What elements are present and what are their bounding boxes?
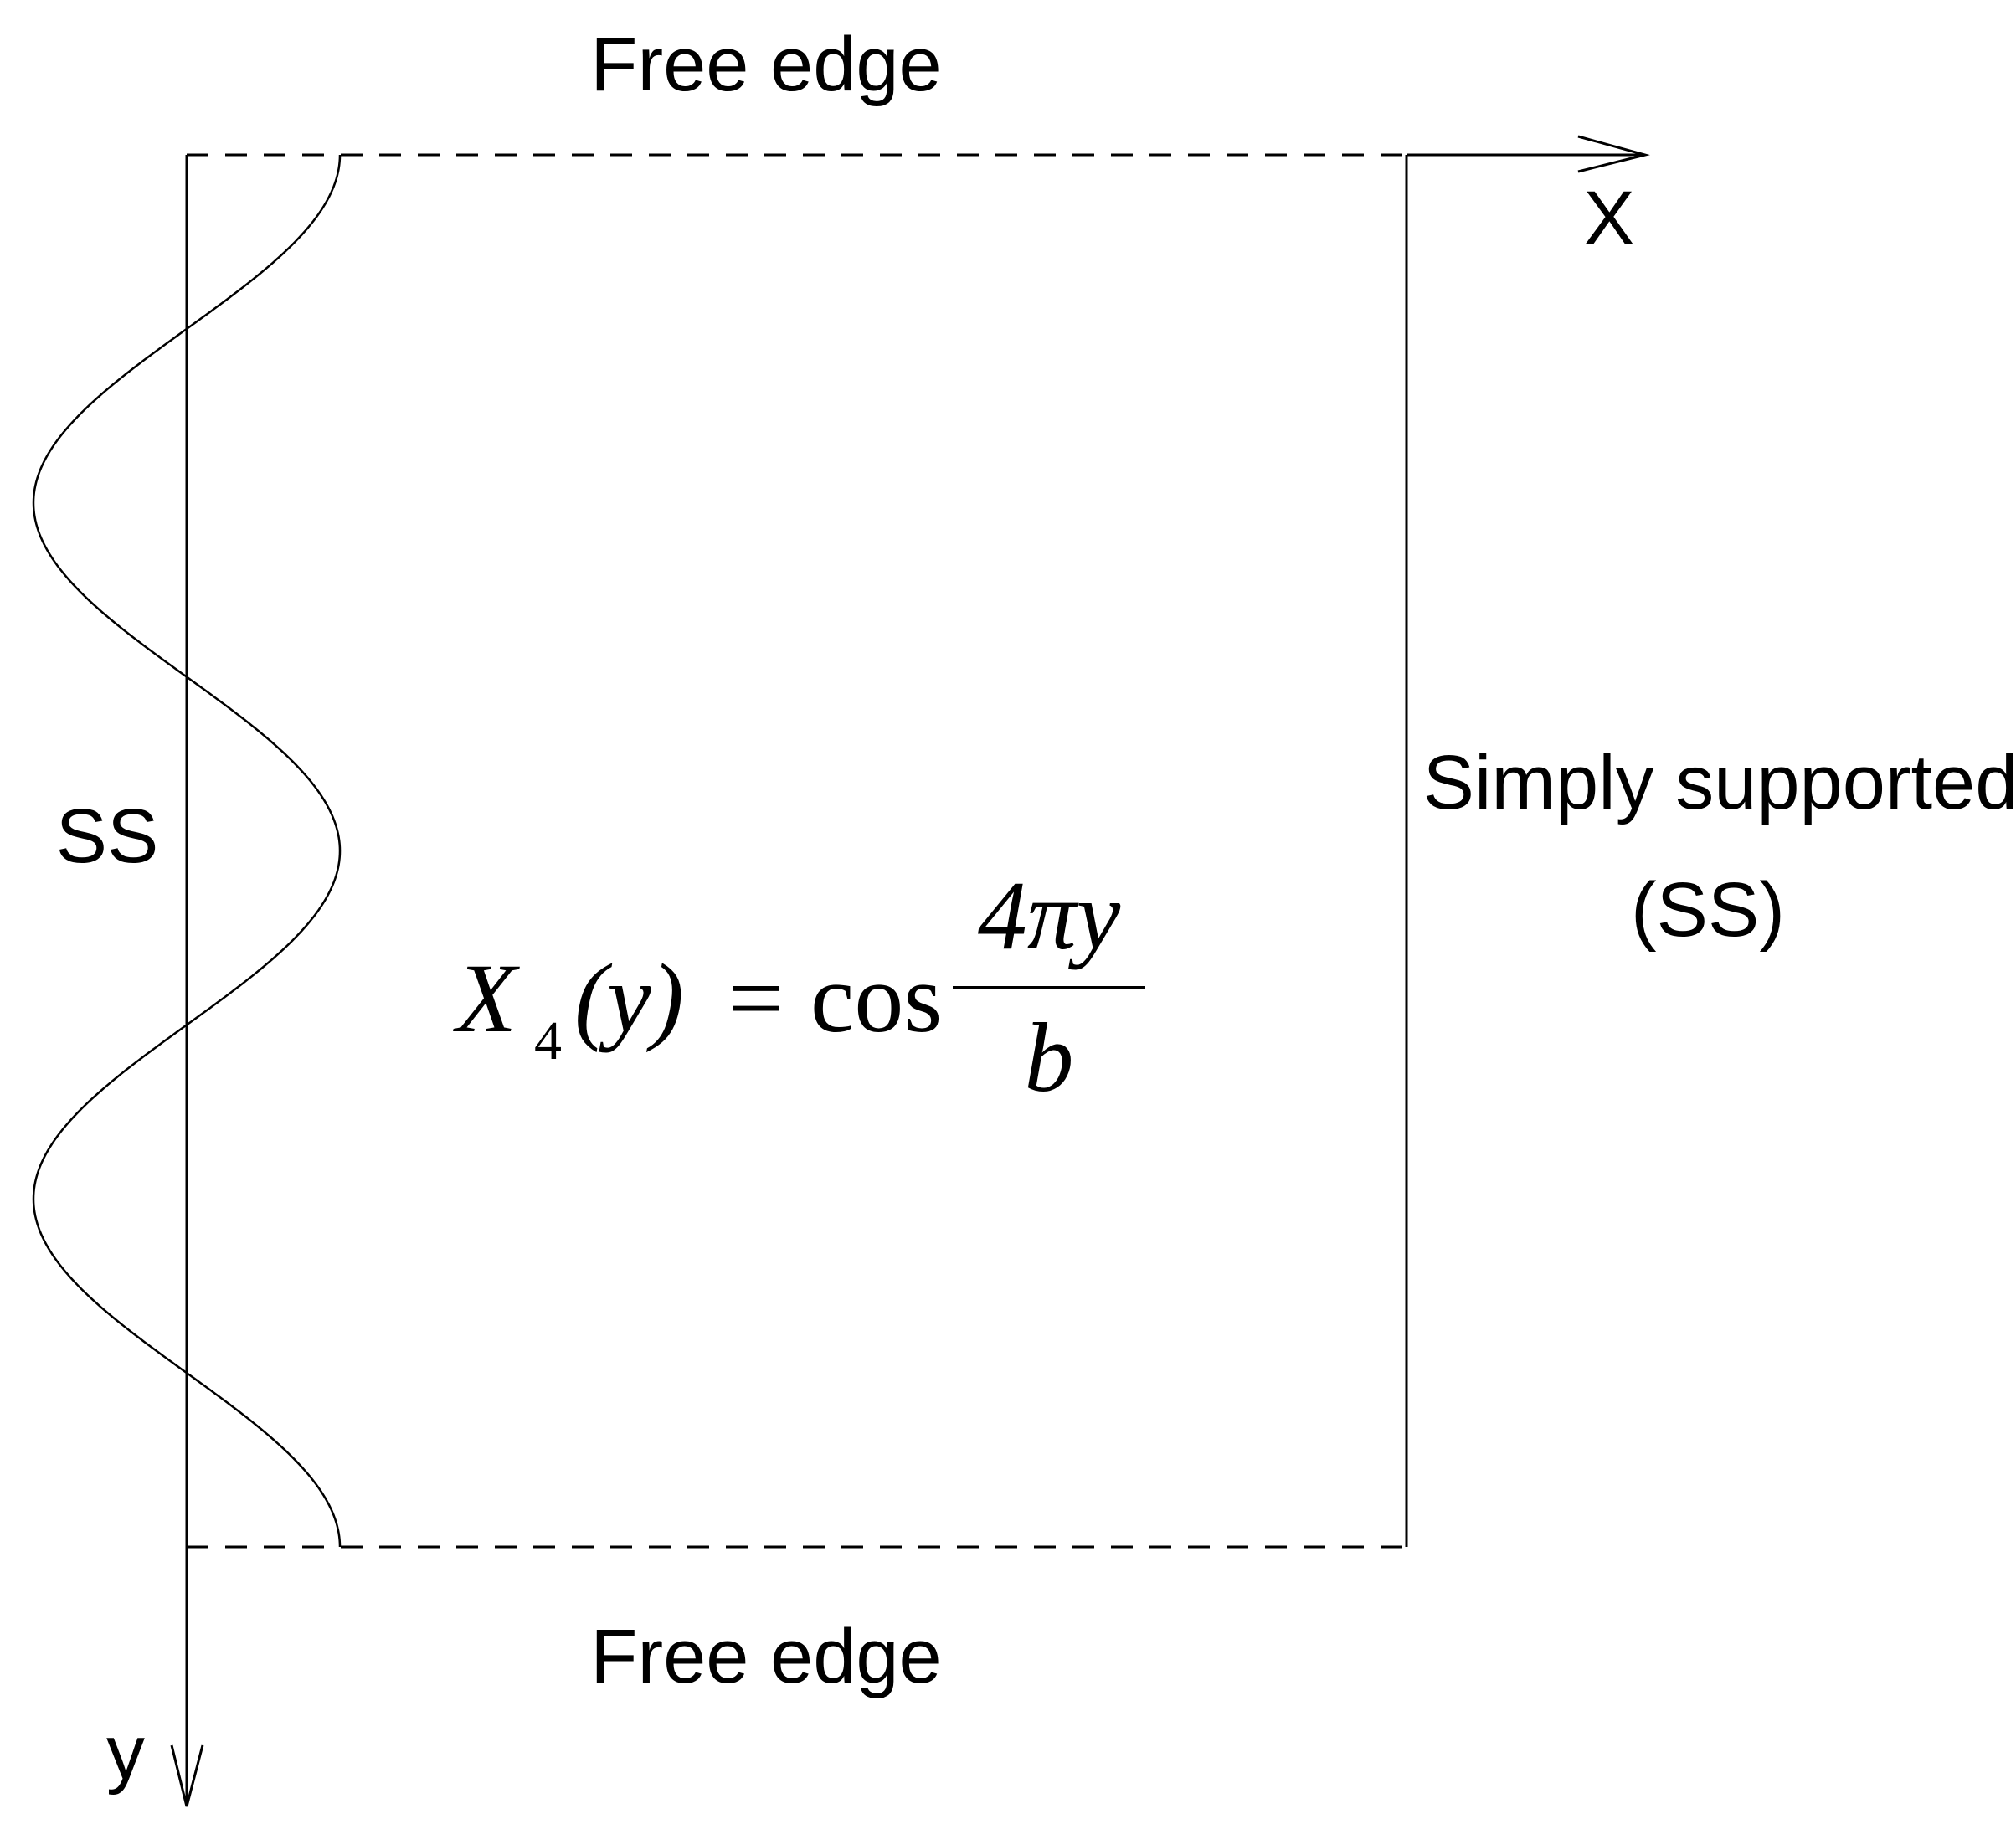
equation-lhs-var: X [453, 943, 520, 1053]
x-axis-label: X [1583, 176, 1634, 261]
equation-lhs-subscript: 4 [534, 1010, 562, 1071]
mode-shape-curve [32, 154, 342, 1548]
equation-numerator: 4πy [978, 861, 1121, 970]
right-edge-label-line2: (SS) [1631, 867, 1785, 953]
equation-equals-sign: = [728, 943, 784, 1053]
y-axis-label: y [106, 1710, 145, 1796]
left-edge-label: SS [56, 794, 159, 879]
bottom-edge-label: Free edge [590, 1614, 941, 1699]
right-edge-label-line1: Simply supported [1423, 740, 2016, 825]
top-edge-label: Free edge [590, 22, 941, 107]
mode-shape-equation: X 4 (y) = cos 4πy b [453, 861, 1145, 1112]
equation-function: cos [810, 943, 942, 1053]
equation-denominator: b [1025, 1003, 1074, 1112]
x-axis-arrowhead [1577, 135, 1650, 173]
equation-lhs-argument: (y) [574, 943, 684, 1053]
y-axis-arrowhead [170, 1744, 204, 1807]
